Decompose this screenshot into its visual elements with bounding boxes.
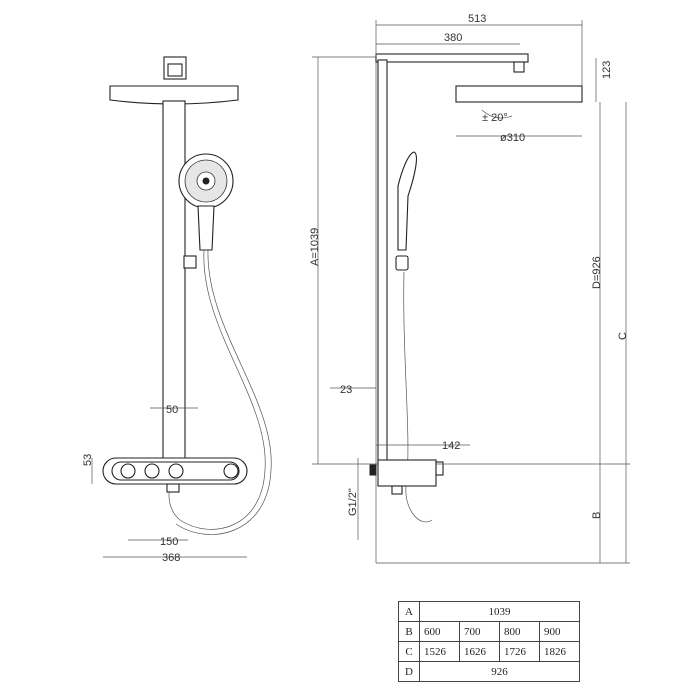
shower-arm [375,53,529,63]
spec-value: 1039 [419,601,580,622]
side-mixer [377,459,437,487]
tilt-arc [481,109,513,119]
side-hand-shower [397,151,417,251]
dim-arm-length: 380 [444,32,462,44]
dim-head-diameter: ø310 [500,132,525,144]
hose-outline [175,249,272,535]
hand-shower-core [202,177,210,185]
spec-value: 800 [499,621,540,642]
spec-value: 926 [419,661,580,682]
side-head-connector [513,61,525,73]
spec-value: 700 [459,621,500,642]
mixer-temperature-dial [223,463,239,479]
mixer-button-1 [120,463,136,479]
spec-value: 900 [539,621,580,642]
spec-value: 1826 [539,641,580,662]
side-rain-head [455,85,583,103]
spec-value: 1726 [499,641,540,662]
spec-row-a: A 1039 [398,601,580,622]
spec-row-b: B 600 700 800 900 [398,621,580,642]
slider-holder [183,255,197,269]
dim-inlet-spacing: 150 [160,536,178,548]
dim-bar-diameter: 50 [166,404,178,416]
side-slider [395,255,409,271]
hose-outlet [166,483,180,493]
dim-thread: G1/2" [347,488,359,516]
dim-mixer-height: 53 [82,454,94,466]
spec-table: A 1039 B 600 700 800 900 C 1526 1626 172… [398,601,580,682]
spec-row-d: D 926 [398,661,580,682]
dim-bar-to-head: D=926 [591,256,603,289]
hose [168,249,266,530]
spec-value: 1626 [459,641,500,662]
spec-label: A [398,601,420,622]
side-view: 513 380 123 ø310 ± 20° A=1039 D=926 C B … [309,13,630,564]
dim-total-height: C [617,332,629,340]
side-riser-bar [377,59,388,465]
front-view: 50 53 150 368 [82,56,272,564]
spec-value: 600 [419,621,460,642]
dim-floor-height: B [591,512,603,519]
spec-label: C [398,641,420,662]
dim-head-tilt: ± 20° [482,112,508,124]
dim-head-height: 123 [601,61,613,79]
hand-shower-handle [197,205,215,251]
side-mixer-knob [435,461,444,476]
spec-label: B [398,621,420,642]
side-hose-outlet [391,485,403,495]
dim-top-width: 513 [468,13,486,25]
dim-wall-offset: 23 [340,384,352,396]
mixer-button-2 [144,463,160,479]
spec-row-c: C 1526 1626 1726 1826 [398,641,580,662]
spec-value: 1526 [419,641,460,662]
spec-label: D [398,661,420,682]
wall-inlet [369,464,377,476]
head-swivel [167,63,183,77]
dim-mixer-width: 368 [162,552,180,564]
dim-overall-height: A=1039 [309,228,321,266]
dim-inlet-offset: 142 [442,440,460,452]
mixer-button-3 [168,463,184,479]
